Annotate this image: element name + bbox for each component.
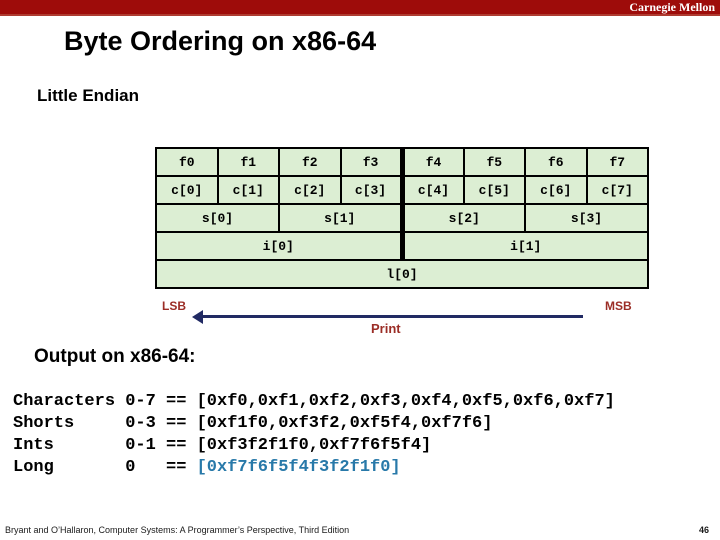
output-value: [0xf0,0xf1,0xf2,0xf3,0xf4,0xf5,0xf6,0xf7… bbox=[196, 392, 615, 411]
msb-label: MSB bbox=[605, 299, 632, 313]
memory-cell-c4: c[4] bbox=[399, 175, 465, 205]
equals-sign: == bbox=[166, 414, 187, 433]
output-line-characters: Characters 0-7 == [0xf0,0xf1,0xf2,0xf3,0xf4… bbox=[13, 391, 615, 413]
output-value: [0xf3f2f1f0,0xf7f6f5f4] bbox=[196, 436, 432, 455]
lsb-label: LSB bbox=[162, 299, 186, 313]
memory-cell-f1: f1 bbox=[216, 147, 280, 177]
output-type-label: Ints bbox=[13, 436, 54, 455]
output-line-ints: Ints 0-1 == [0xf3f2f1f0,0xf7f6f5f4] bbox=[13, 435, 615, 457]
equals-sign: == bbox=[166, 436, 187, 455]
memory-cell-c6: c[6] bbox=[524, 175, 588, 205]
memory-cell-s2: s[2] bbox=[399, 203, 526, 233]
memory-cell-f0: f0 bbox=[155, 147, 219, 177]
slide-footer: Bryant and O’Hallaron, Computer Systems:… bbox=[0, 523, 720, 537]
brand-logo-text: Carnegie Mellon bbox=[629, 0, 715, 14]
memory-row-shorts: s[0]s[1]s[2]s[3] bbox=[155, 203, 649, 233]
print-label: Print bbox=[371, 321, 401, 336]
output-index-range: 0-1 bbox=[125, 436, 156, 455]
memory-cell-c2: c[2] bbox=[278, 175, 342, 205]
footer-citation: Bryant and O’Hallaron, Computer Systems:… bbox=[5, 525, 350, 535]
page-title: Byte Ordering on x86-64 bbox=[64, 26, 377, 56]
memory-cell-l0: l[0] bbox=[155, 259, 649, 289]
memory-cell-c0: c[0] bbox=[155, 175, 219, 205]
output-index-range: 0 bbox=[125, 458, 136, 477]
memory-cell-s1: s[1] bbox=[278, 203, 403, 233]
output-code-block: Characters 0-7 == [0xf0,0xf1,0xf2,0xf3,0xf4… bbox=[13, 391, 615, 479]
output-type-label: Characters bbox=[13, 392, 116, 411]
output-index-range: 0-3 bbox=[125, 414, 156, 433]
output-type-label: Shorts bbox=[13, 414, 75, 433]
output-type-label: Long bbox=[13, 458, 54, 477]
memory-row-longs: l[0] bbox=[155, 259, 649, 289]
equals-sign: == bbox=[166, 458, 187, 477]
output-value: [0xf7f6f5f4f3f2f1f0] bbox=[196, 458, 401, 477]
memory-cell-f2: f2 bbox=[278, 147, 342, 177]
output-index-range: 0-7 bbox=[125, 392, 156, 411]
output-value: [0xf1f0,0xf3f2,0xf5f4,0xf7f6] bbox=[196, 414, 493, 433]
memory-cell-s3: s[3] bbox=[524, 203, 649, 233]
equals-sign: == bbox=[166, 392, 187, 411]
output-line-long: Long 0 == [0xf7f6f5f4f3f2f1f0] bbox=[13, 457, 615, 479]
memory-cell-f3: f3 bbox=[339, 147, 403, 177]
memory-cell-f5: f5 bbox=[462, 147, 526, 177]
memory-cell-i0: i[0] bbox=[155, 231, 403, 261]
memory-row-ints: i[0]i[1] bbox=[155, 231, 649, 261]
memory-cell-c3: c[3] bbox=[339, 175, 403, 205]
memory-cell-c7: c[7] bbox=[585, 175, 649, 205]
memory-row-chars: c[0]c[1]c[2]c[3]c[4]c[5]c[6]c[7] bbox=[155, 175, 649, 205]
memory-cell-f7: f7 bbox=[585, 147, 649, 177]
output-line-shorts: Shorts 0-3 == [0xf1f0,0xf3f2,0xf5f4,0xf7f6] bbox=[13, 413, 615, 435]
section-heading-little-endian: Little Endian bbox=[37, 86, 139, 105]
output-heading: Output on x86-64: bbox=[34, 346, 196, 367]
print-direction-arrowhead-icon bbox=[192, 310, 203, 324]
memory-cell-f6: f6 bbox=[524, 147, 588, 177]
top-bar: Carnegie Mellon bbox=[0, 0, 720, 16]
memory-cell-i1: i[1] bbox=[399, 231, 649, 261]
memory-cell-c1: c[1] bbox=[216, 175, 280, 205]
memory-cell-f4: f4 bbox=[399, 147, 465, 177]
memory-cell-c5: c[5] bbox=[462, 175, 526, 205]
page-number: 46 bbox=[698, 525, 709, 535]
print-direction-arrow-line bbox=[202, 315, 583, 318]
memory-cell-s0: s[0] bbox=[155, 203, 280, 233]
